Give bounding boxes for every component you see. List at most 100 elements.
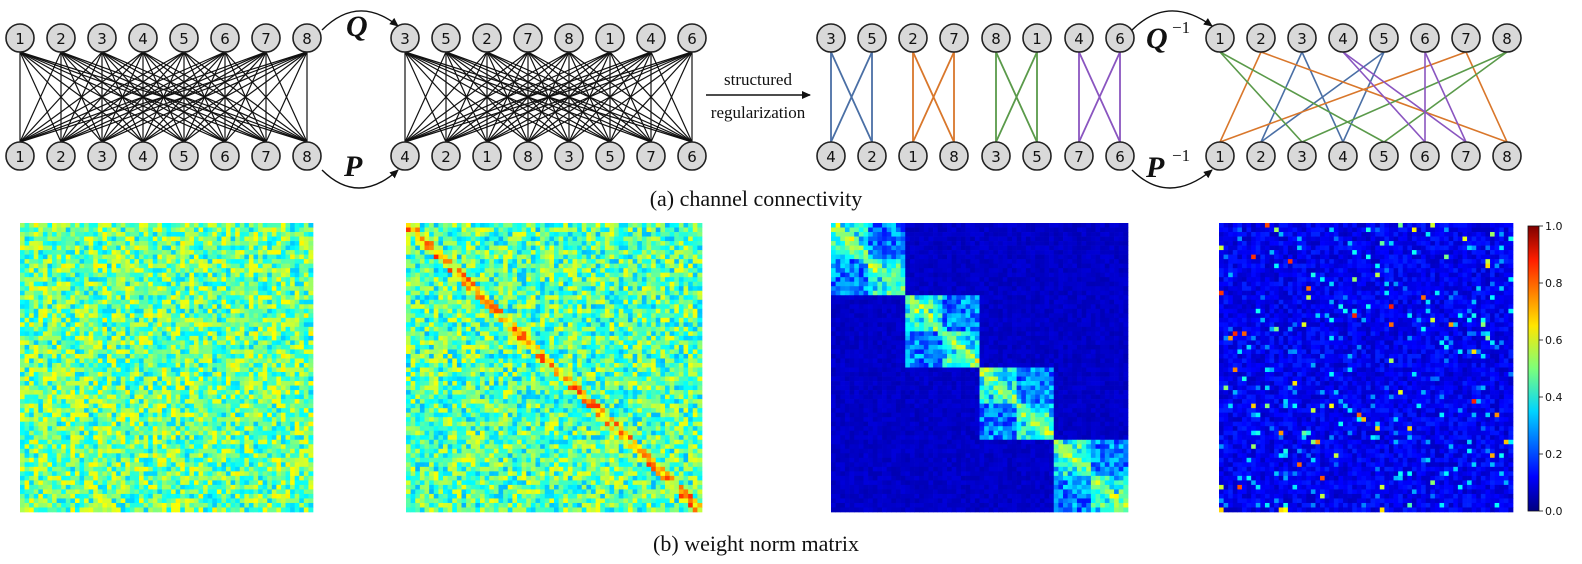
permuted-input-node-label: 8 [564,30,574,48]
edge [19,51,267,143]
grouped-output-node [939,141,969,171]
permuted-output-node-label: 3 [564,148,574,166]
output-channel-node-label: 5 [179,148,189,166]
edge [609,51,693,143]
output-channel-node [87,141,117,171]
output-channel-node-label: 8 [302,148,312,166]
grouped-input-node-label: 1 [1032,30,1042,48]
grouped-output-node-label: 5 [1032,148,1042,166]
input-channel-node-label: 6 [220,30,230,48]
colorbar-tick-label: 0.6 [1545,334,1563,347]
output-channel-node [292,141,322,171]
grouped-input-node-label: 7 [949,30,959,48]
grouped-output-node [816,141,846,171]
restored-input-node-label: 3 [1297,30,1307,48]
colorbar-gradient [1527,225,1540,512]
grouped-output-node-label: 2 [867,148,877,166]
permuted-output-node-label: 8 [523,148,533,166]
output-channel-node-label: 2 [56,148,66,166]
permuted-input-node [431,23,461,53]
heatmap-uniform [20,223,314,513]
restored-edge [1260,51,1303,143]
grouped-output-node-label: 8 [949,148,959,166]
permuted-output-node-label: 2 [441,148,451,166]
restored-output-node-label: 8 [1502,148,1512,166]
grouped-output-node-label: 1 [908,148,918,166]
output-channel-node-label: 3 [97,148,107,166]
input-channel-node [210,23,240,53]
grouped-output-node [1105,141,1135,171]
permuted-input-node-label: 7 [523,30,533,48]
permuted-output-node [677,141,707,171]
restored-edge [1219,51,1303,143]
edge [404,51,652,143]
permuted-input-node [472,23,502,53]
input-channel-node-label: 3 [97,30,107,48]
permuted-output-node [472,141,502,171]
grouped-input-node [1105,23,1135,53]
edge [19,51,308,143]
original-graph-edges [19,51,308,143]
restored-input-node-label: 7 [1461,30,1471,48]
input-channel-node [292,23,322,53]
colorbar-ticks: 1.00.80.60.40.20.0 [1539,220,1563,518]
p-symbol: P [343,150,363,183]
grouped-input-node [1022,23,1052,53]
edge [224,51,308,143]
colorbar-tick-label: 1.0 [1545,220,1563,233]
permuted-input-node-label: 4 [646,30,656,48]
group-edge [912,51,955,143]
permuted-output-node [636,141,666,171]
grouped-input-node [857,23,887,53]
edge [650,51,693,143]
caption-connectivity: (a) channel connectivity [650,186,863,211]
restored-output-node-label: 7 [1461,148,1471,166]
input-channel-node [46,23,76,53]
input-channel-node [169,23,199,53]
permuted-input-node [636,23,666,53]
edge [404,51,611,143]
structured-label: structured [724,70,792,89]
permuted-input-node [595,23,625,53]
colorbar-tick-label: 0.8 [1545,277,1563,290]
input-channel-node [128,23,158,53]
edge [19,51,103,143]
output-channel-node [169,141,199,171]
group-edge [830,51,873,143]
grouped-input-node-label: 4 [1074,30,1084,48]
edge [404,51,570,143]
output-channel-node [46,141,76,171]
edge [265,51,308,143]
input-channel-node-label: 4 [138,30,148,48]
grouped-output-node [857,141,887,171]
grouped-output-node-label: 6 [1115,148,1125,166]
p-inverse-arrow [1131,169,1213,189]
permuted-input-node [513,23,543,53]
edge [527,51,693,143]
grouped-output-node-label: 7 [1074,148,1084,166]
restored-edge [1219,51,1467,143]
edge [60,51,308,143]
edge [404,51,693,143]
permuted-input-node [677,23,707,53]
permuted-output-node-label: 5 [605,148,615,166]
output-channel-node [251,141,281,171]
edge [568,51,693,143]
permuted-output-node [390,141,420,171]
output-channel-node-label: 4 [138,148,148,166]
permuted-input-node-label: 1 [605,30,615,48]
restored-input-node-label: 2 [1256,30,1266,48]
permuted-output-node [554,141,584,171]
permuted-input-node-label: 6 [687,30,697,48]
grouped-output-node-label: 4 [826,148,836,166]
edge [19,51,226,143]
grouped-graph-edges [830,51,1121,143]
permuted-input-node [390,23,420,53]
q-symbol: Q [346,10,368,43]
grouped-input-node [898,23,928,53]
group-edge [995,51,1038,143]
permuted-input-node [554,23,584,53]
grouped-output-node [898,141,928,171]
restored-input-node-label: 4 [1338,30,1348,48]
